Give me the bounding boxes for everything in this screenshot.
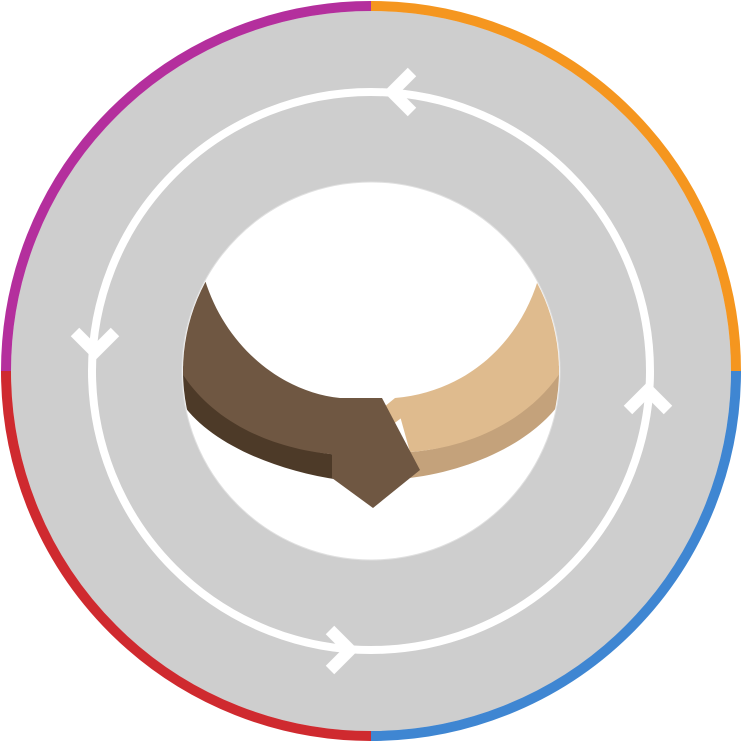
rim-segment-bottom-left (1, 370, 372, 741)
dark-hand (332, 398, 420, 508)
light-arm (395, 280, 559, 452)
top-arrow-icon (383, 67, 417, 117)
rim-segment-bottom-right (370, 370, 741, 741)
handshake-icon (183, 280, 559, 508)
left-arrow-icon (70, 327, 120, 361)
light-arm-shadow (410, 360, 559, 478)
rim-segment-top-left (1, 1, 372, 372)
rim-segment-top-right (370, 1, 741, 372)
cycle-path-line (88, 88, 654, 654)
dark-arm (183, 280, 340, 455)
inner-disc (181, 181, 561, 561)
bottom-arrow-icon (325, 625, 359, 675)
right-arrow-icon (623, 381, 673, 415)
dark-arm-shadow (183, 360, 340, 480)
